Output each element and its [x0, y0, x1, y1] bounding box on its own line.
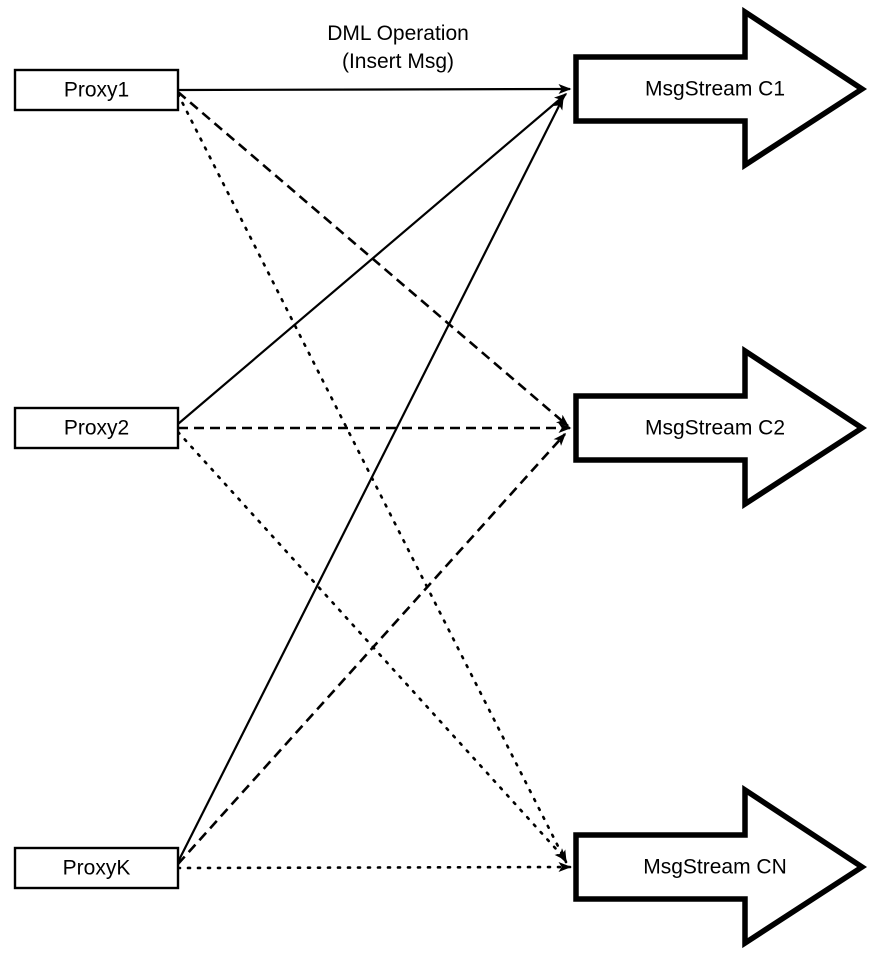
proxy2-box[interactable]: [13, 406, 180, 450]
proxy-node-proxy2[interactable]: Proxy2: [13, 406, 180, 450]
proxy-node-proxy1[interactable]: Proxy1: [13, 68, 180, 112]
proxyk-box[interactable]: [13, 846, 180, 890]
proxy-node-proxyk[interactable]: ProxyK: [13, 846, 180, 890]
msgstream-c1-label: MsgStream C1: [645, 78, 785, 101]
edge-proxy2-to-msgstream-cn: [176, 430, 568, 862]
edge-label-line-2: (Insert Msg): [342, 50, 454, 73]
edge-group: [176, 84, 572, 873]
proxyk-label: ProxyK: [63, 857, 131, 880]
edge-proxyk-to-msgstream-c2: [177, 432, 567, 865]
msgstream-c2-arrow-shape[interactable]: [573, 345, 868, 510]
msgstream-node-c1[interactable]: MsgStream C1: [573, 6, 868, 171]
edge-label-dml-operation: DML Operation (Insert Msg): [327, 22, 469, 73]
msgstream-c2-label: MsgStream C2: [645, 417, 785, 440]
edge-proxy1-to-msgstream-c1: [177, 84, 572, 95]
msgstream-cn-arrow-shape[interactable]: [573, 784, 868, 949]
edge-proxy2-to-msgstream-c1: [177, 93, 568, 425]
msgstream-node-c2[interactable]: MsgStream C2: [573, 345, 868, 510]
msgstream-node-cn[interactable]: MsgStream CN: [573, 784, 868, 949]
edge-label-line-1: DML Operation: [327, 22, 469, 45]
proxy1-label: Proxy1: [64, 79, 129, 102]
edge-proxyk-to-msgstream-c1: [177, 96, 564, 863]
msgstream-cn-label: MsgStream CN: [643, 856, 787, 879]
proxy2-label: Proxy2: [64, 417, 129, 440]
proxy1-box[interactable]: [13, 68, 180, 112]
msgstream-c1-arrow-shape[interactable]: [573, 6, 868, 171]
edge-proxyk-to-msgstream-cn: [176, 862, 572, 873]
